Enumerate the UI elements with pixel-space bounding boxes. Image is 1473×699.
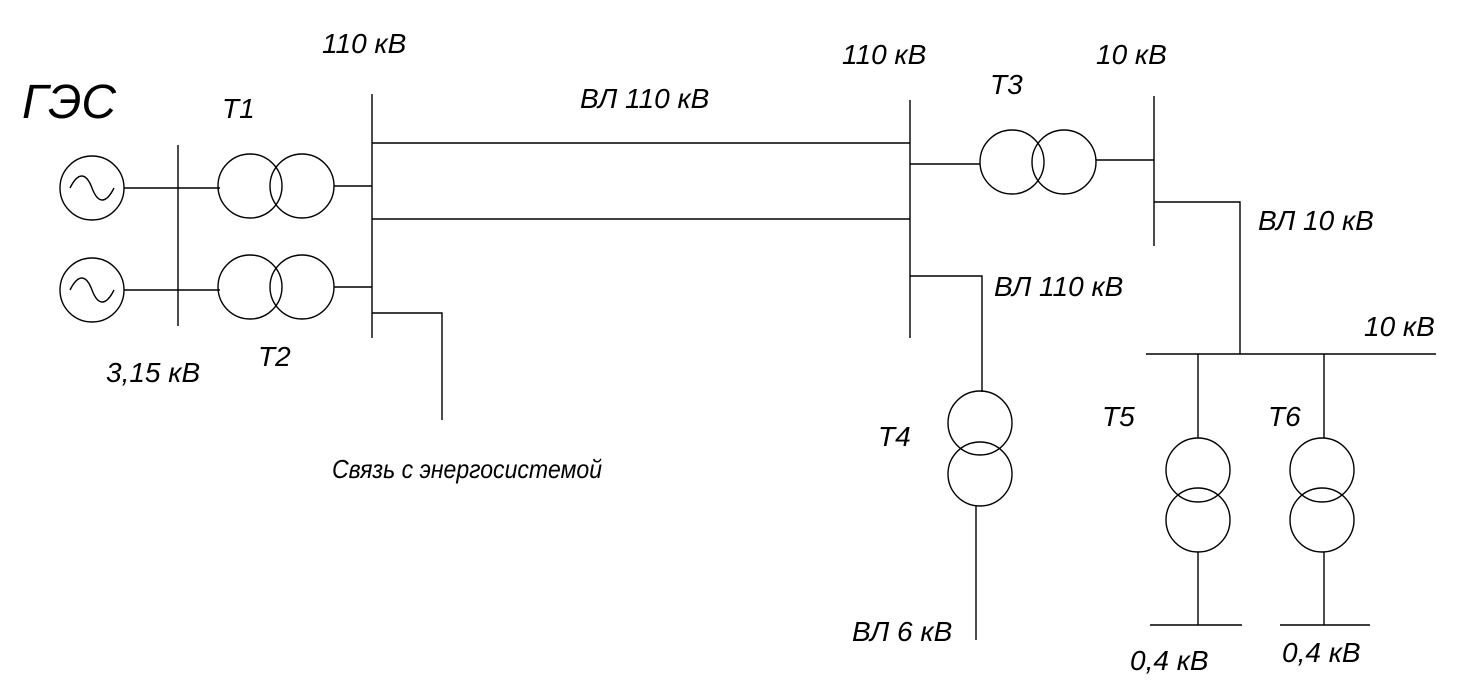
label-line-6kv: ВЛ 6 кВ	[852, 616, 952, 647]
transformer-t6	[1289, 437, 1355, 553]
label-generator-voltage: 3,15 кВ	[106, 357, 200, 388]
grid-connection-line	[372, 312, 443, 420]
label-t1: Т1	[222, 93, 255, 124]
label-hpp-bus-110kv: 110 кВ	[322, 28, 406, 59]
transformer-t3	[979, 129, 1097, 195]
label-t2: Т2	[258, 341, 291, 372]
line-110kv-branch	[910, 275, 983, 392]
generator-g1	[59, 155, 125, 221]
generator-g1-ac-icon	[69, 175, 115, 201]
line-10kv	[1154, 201, 1241, 354]
transformer-t2	[217, 254, 335, 320]
label-t5-output: 0,4 кВ	[1130, 645, 1209, 676]
label-t3: Т3	[990, 69, 1023, 100]
label-distribution-bus-10kv: 10 кВ	[1364, 311, 1435, 342]
label-t5: Т5	[1102, 401, 1135, 432]
label-t6: Т6	[1268, 401, 1301, 432]
transformer-t4	[947, 390, 1013, 507]
label-line-10kv: ВЛ 10 кВ	[1258, 205, 1374, 236]
label-main-line-110kv: ВЛ 110 кВ	[580, 83, 709, 114]
station-label: ГЭС	[22, 76, 116, 129]
label-grid-connection: Связь с энергосистемой	[332, 454, 602, 484]
label-t6-output: 0,4 кВ	[1282, 637, 1361, 668]
generator-g2-ac-icon	[69, 277, 115, 303]
transformer-t1	[217, 153, 335, 219]
label-branch-line-110kv: ВЛ 110 кВ	[994, 271, 1123, 302]
label-substation-bus-10kv: 10 кВ	[1096, 39, 1167, 70]
generator-g2	[59, 257, 125, 323]
label-substation-bus-110kv: 110 кВ	[842, 39, 926, 70]
label-t4: Т4	[878, 421, 911, 452]
transformer-t5	[1165, 437, 1231, 553]
